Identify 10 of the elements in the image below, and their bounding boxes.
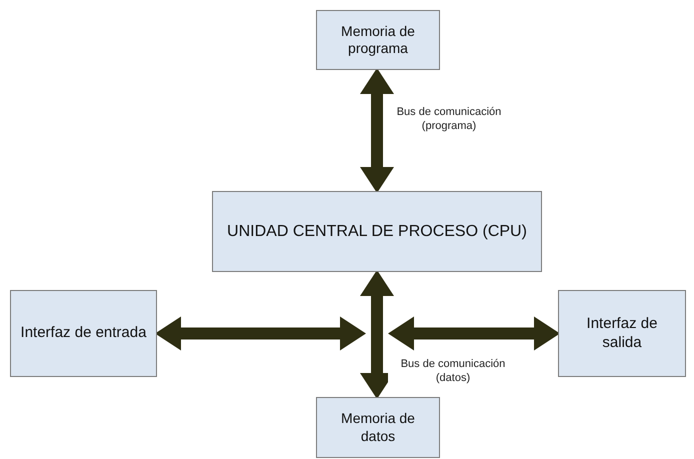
box-label: Interfaz de entrada bbox=[20, 324, 146, 343]
box-label: Memoria de programa bbox=[340, 22, 416, 58]
process-box bbox=[316, 10, 440, 70]
process-box bbox=[10, 290, 157, 377]
box-label: UNIDAD CENTRAL DE PROCESO (CPU) bbox=[227, 222, 527, 242]
box-label: Memoria de datos bbox=[340, 410, 416, 445]
process-box bbox=[212, 191, 542, 272]
process-box bbox=[558, 290, 686, 377]
process-box bbox=[316, 397, 440, 458]
box-label: Interfaz de salida bbox=[586, 314, 658, 352]
